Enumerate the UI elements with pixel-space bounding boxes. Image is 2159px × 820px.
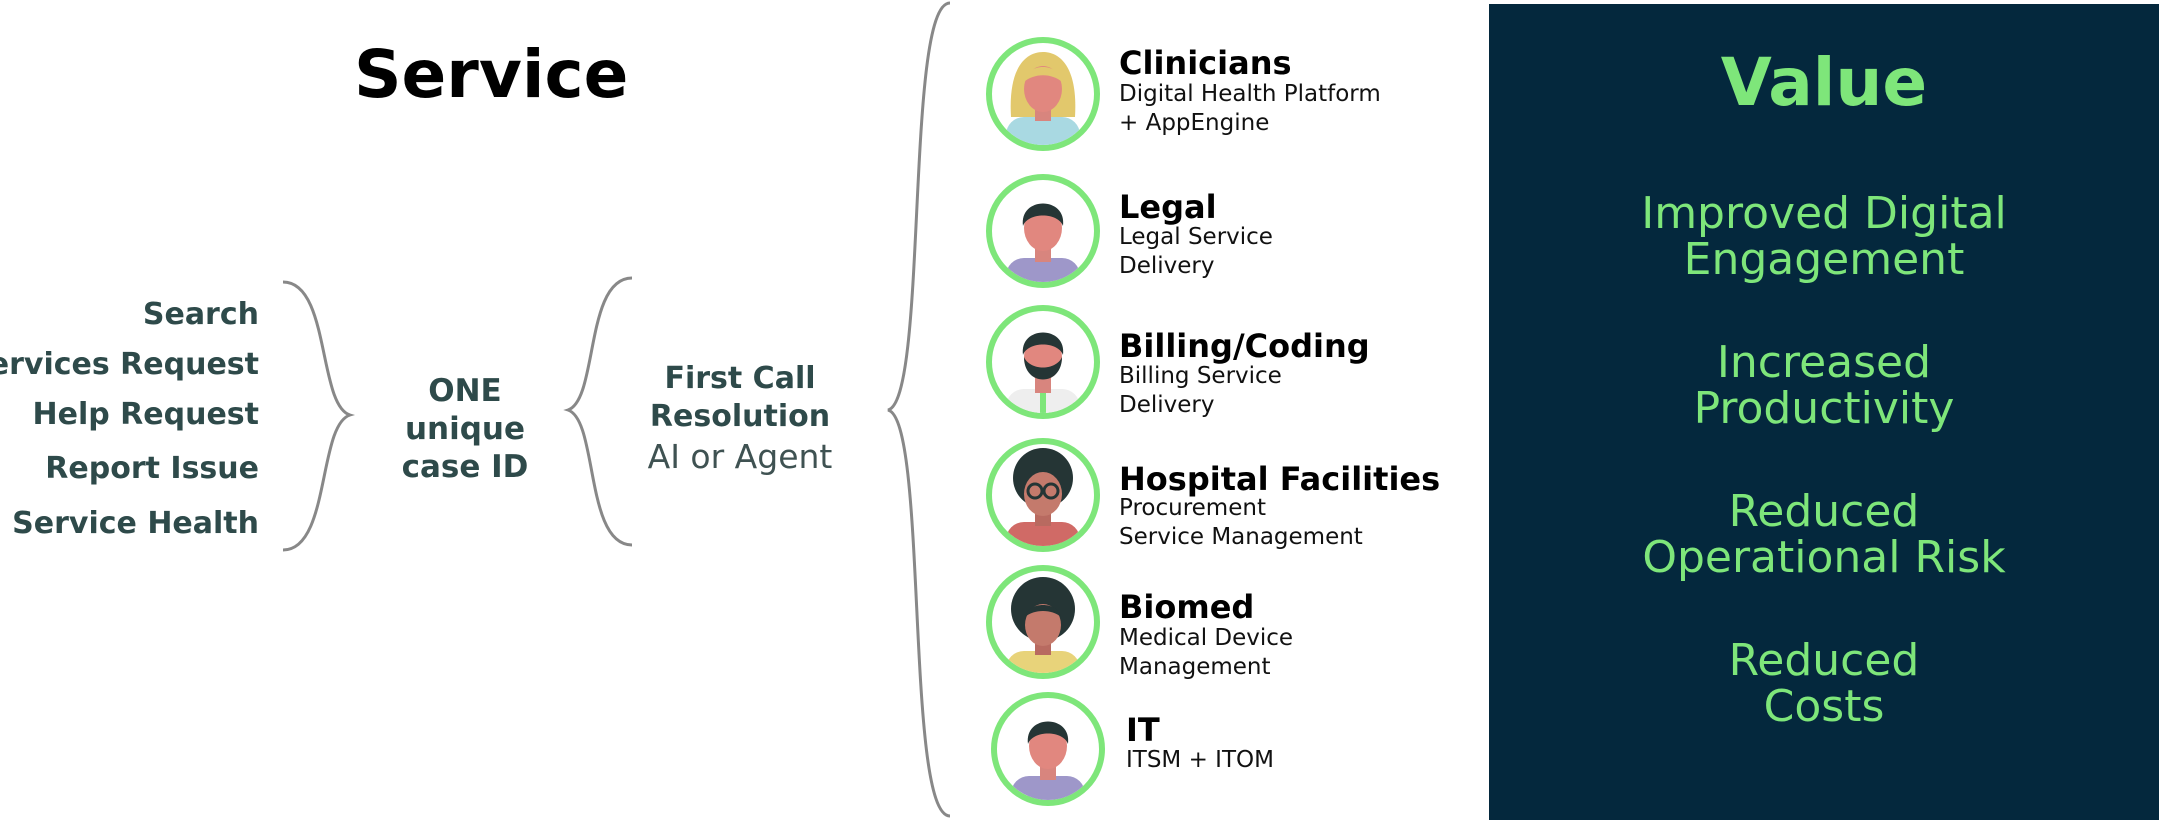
persona-desc-line: Legal Service [1119, 224, 1273, 250]
persona-desc-line: Delivery [1119, 392, 1215, 418]
persona-desc-it: ITSM + ITOM [1126, 746, 1274, 775]
value-line: Engagement [1683, 234, 1965, 285]
persona-desc-line: Medical Device [1119, 625, 1294, 651]
bearded-male-avatar-icon [986, 305, 1100, 419]
value-line: Costs [1763, 681, 1885, 732]
persona-title-billing-coding: Billing/Coding [1119, 327, 1370, 365]
fcr-line-2: Resolution [649, 399, 831, 434]
value-improved-digital-engagement: Improved Digital Engagement [1489, 191, 2159, 283]
persona-desc-line: Delivery [1119, 253, 1215, 279]
male-avatar-icon [991, 692, 1105, 806]
persona-desc-biomed: Medical Device Management [1119, 624, 1293, 682]
persona-desc-clinicians: Digital Health Platform + AppEngine [1119, 80, 1381, 138]
fcr-subtitle: AI or Agent [647, 437, 833, 476]
persona-title-biomed: Biomed [1119, 588, 1255, 626]
persona-title-it: IT [1126, 711, 1160, 749]
value-line: Productivity [1693, 383, 1955, 434]
case-id-line-1: ONE unique [404, 373, 526, 447]
channel-help-request: Help Request [32, 397, 259, 432]
value-title: Value [1720, 44, 1928, 121]
case-id-line-2: case ID [401, 449, 529, 485]
value-increased-productivity: Increased Productivity [1489, 340, 2159, 432]
female-clinician-avatar-icon [986, 37, 1100, 151]
persona-title-hospital-facilities: Hospital Facilities [1119, 460, 1441, 498]
brace-personas [882, 1, 951, 818]
fcr-line-1: First Call [664, 361, 816, 396]
value-panel: Value Improved Digital Engagement Increa… [1489, 4, 2159, 820]
persona-desc-line: Procurement [1119, 495, 1266, 521]
female-avatar-icon [986, 565, 1100, 679]
persona-desc-legal: Legal Service Delivery [1119, 223, 1273, 281]
channel-service-health: Service Health [12, 506, 259, 541]
value-line: Reduced [1728, 635, 1920, 686]
braces-layer [282, 1, 951, 818]
value-reduced-operational-risk: Reduced Operational Risk [1489, 489, 2159, 581]
case-id-label: ONE unique case ID [365, 372, 565, 486]
persona-desc-line: Digital Health Platform [1119, 81, 1381, 107]
value-line: Operational Risk [1642, 532, 2006, 583]
persona-desc-line: Billing Service [1119, 363, 1282, 389]
value-line: Increased [1716, 337, 1932, 388]
male-avatar-icon [986, 174, 1100, 288]
value-reduced-costs: Reduced Costs [1489, 638, 2159, 730]
persona-desc-line: + AppEngine [1119, 110, 1270, 136]
persona-desc-billing-coding: Billing Service Delivery [1119, 362, 1282, 420]
service-title: Service [354, 36, 629, 113]
persona-title-clinicians: Clinicians [1119, 44, 1292, 82]
value-line: Reduced [1728, 486, 1920, 537]
brace-case-id [563, 276, 633, 547]
channel-report-issue: Report Issue [45, 451, 259, 486]
persona-desc-hospital-facilities: Procurement Service Management [1119, 494, 1363, 552]
channel-search: Search [142, 297, 259, 332]
persona-desc-line: Service Management [1119, 524, 1363, 550]
persona-desc-line: Management [1119, 654, 1271, 680]
first-call-resolution: First Call Resolution [640, 360, 840, 436]
persona-title-legal: Legal [1119, 188, 1217, 226]
channel-services-request: Services Request [0, 347, 259, 382]
value-line: Improved Digital [1641, 188, 2007, 239]
glasses-avatar-icon [986, 438, 1100, 552]
persona-desc-line: ITSM + ITOM [1126, 747, 1274, 773]
brace-channels [282, 280, 355, 552]
